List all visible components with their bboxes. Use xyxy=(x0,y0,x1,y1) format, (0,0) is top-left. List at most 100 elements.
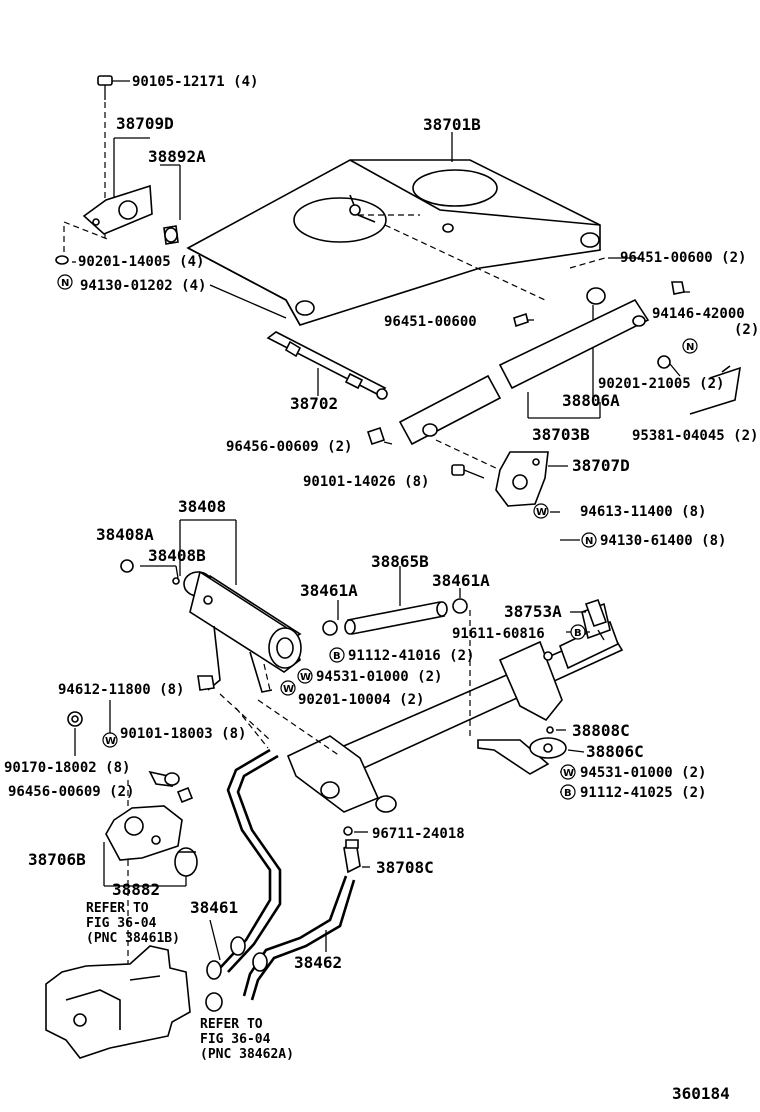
ref-2-line1: REFER TO xyxy=(200,1017,263,1032)
label-38408: 38408 xyxy=(178,497,226,516)
label-94613: 94613-11400 (8) xyxy=(580,504,706,520)
pump-body xyxy=(46,946,190,1058)
label-94531-top: 94531-01000 (2) xyxy=(316,669,442,685)
b-symbol-icon: B xyxy=(561,785,575,799)
svg-text:B: B xyxy=(564,788,572,799)
leader-lines xyxy=(112,81,690,867)
label-38461: 38461 xyxy=(190,898,238,917)
label-38806C: 38806C xyxy=(586,742,644,761)
symbol-markers: N N W N B B W W W W B xyxy=(58,275,697,799)
bolt-90101-18003 xyxy=(150,772,179,786)
label-96456-00609-top: 96456-00609 (2) xyxy=(226,439,352,455)
label-38701B: 38701B xyxy=(423,115,481,134)
n-symbol-icon: N xyxy=(683,339,697,353)
label-94531-bottom: 94531-01000 (2) xyxy=(580,765,706,781)
fitting-38708C xyxy=(344,840,360,872)
label-38707D: 38707D xyxy=(572,456,630,475)
label-38892A: 38892A xyxy=(148,147,206,166)
svg-text:N: N xyxy=(686,342,694,353)
damper-38408 xyxy=(184,572,301,692)
svg-text:W: W xyxy=(105,736,116,747)
fitting-38408 xyxy=(198,676,214,690)
clip-96456 xyxy=(368,428,384,444)
label-94146-qty: (2) xyxy=(734,322,759,338)
label-96711: 96711-24018 xyxy=(372,826,465,842)
clip-96456-lower xyxy=(178,788,192,802)
label-96451-00600: 96451-00600 xyxy=(384,314,477,330)
label-38702: 38702 xyxy=(290,394,338,413)
cotter-38808C xyxy=(547,727,553,733)
svg-text:N: N xyxy=(61,278,69,289)
clamp-38461A-left xyxy=(323,621,337,635)
label-90201-21005: 90201-21005 (2) xyxy=(598,376,724,392)
w-symbol-icon: W xyxy=(534,504,548,518)
w-symbol-icon: W xyxy=(561,765,575,779)
power-cylinder xyxy=(288,604,622,812)
w-symbol-icon: W xyxy=(298,669,312,683)
svg-text:W: W xyxy=(563,768,574,779)
clip-96451 xyxy=(672,282,684,294)
label-38462: 38462 xyxy=(294,953,342,972)
rail-38703B-lower xyxy=(400,376,500,444)
ref-1-line3: (PNC 38461B) xyxy=(86,931,180,946)
label-38753A: 38753A xyxy=(504,602,562,621)
ref-1-line1: REFER TO xyxy=(86,901,149,916)
label-38806A: 38806A xyxy=(562,391,620,410)
label-90105: 90105-12171 (4) xyxy=(132,74,258,90)
svg-text:W: W xyxy=(300,672,311,683)
svg-text:B: B xyxy=(333,651,341,662)
label-38865B: 38865B xyxy=(371,552,429,571)
bracket-38709D xyxy=(84,186,152,234)
label-38461A-left: 38461A xyxy=(300,581,358,600)
label-94130-01202: 94130-01202 (4) xyxy=(80,278,206,294)
nut-90201 xyxy=(56,256,68,264)
label-95381: 95381-04045 (2) xyxy=(632,428,758,444)
w-symbol-icon: W xyxy=(103,733,117,747)
part-labels: 90105-12171 (4) 38709D 38892A 38701B 902… xyxy=(4,74,759,1103)
label-38408A: 38408A xyxy=(96,525,154,544)
bolt-90101-14026 xyxy=(452,465,484,478)
label-90201-14005: 90201-14005 (4) xyxy=(78,254,204,270)
label-96451-00600-2: 96451-00600 (2) xyxy=(620,250,746,266)
n-symbol-icon: N xyxy=(582,533,596,547)
nut-90201-21005 xyxy=(658,356,670,368)
pipe-38461 xyxy=(207,750,280,979)
bolt-38408A xyxy=(121,560,133,572)
svg-text:W: W xyxy=(536,507,547,518)
label-91112-41025: 91112-41025 (2) xyxy=(580,785,706,801)
b-symbol-icon: B xyxy=(330,648,344,662)
label-96456-00609-bottom: 96456-00609 (2) xyxy=(8,784,134,800)
bushing-upper xyxy=(587,288,605,304)
label-90101-14026: 90101-14026 (8) xyxy=(303,474,429,490)
label-90170: 90170-18002 (8) xyxy=(4,760,130,776)
label-38461A-right: 38461A xyxy=(432,571,490,590)
oring-96711 xyxy=(344,827,352,835)
plate-38701B xyxy=(188,160,600,325)
svg-text:W: W xyxy=(283,684,294,695)
label-38708C: 38708C xyxy=(376,858,434,877)
hose-38462 xyxy=(206,876,354,1011)
oring-38408B xyxy=(173,578,179,584)
label-38709D: 38709D xyxy=(116,114,174,133)
label-38882: 38882 xyxy=(112,880,160,899)
bushing-38882 xyxy=(175,848,197,876)
diagram-id: 360184 xyxy=(672,1084,730,1103)
bracket-38707D xyxy=(496,452,548,506)
svg-text:N: N xyxy=(585,536,593,547)
pin-95381 xyxy=(690,366,740,414)
clip-96451-center xyxy=(514,314,528,326)
w-symbol-icon: W xyxy=(281,681,295,695)
n-symbol-icon: N xyxy=(58,275,72,289)
ref-1-line2: FIG 36-04 xyxy=(86,916,157,931)
bracket-38806C xyxy=(478,738,566,774)
clamp-38461A-right xyxy=(453,599,467,613)
bracket-38706B xyxy=(106,806,182,860)
b-symbol-icon: B xyxy=(571,625,585,639)
pin-38753A xyxy=(586,600,606,626)
ref-2-line3: (PNC 38462A) xyxy=(200,1047,294,1062)
bolt-90105 xyxy=(98,76,112,100)
label-91112-41016: 91112-41016 (2) xyxy=(348,648,474,664)
label-38408B: 38408B xyxy=(148,546,206,565)
